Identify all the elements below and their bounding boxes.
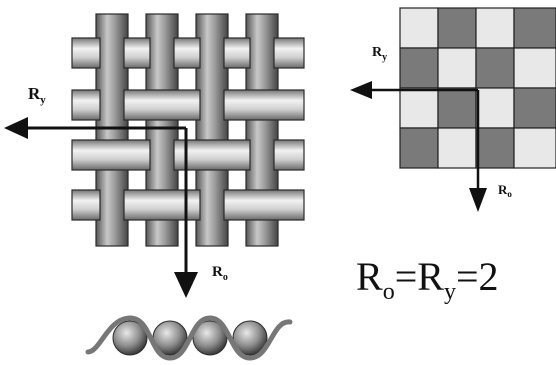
weft-yarn [223, 189, 305, 221]
weft-yarn [123, 37, 151, 69]
weave-cross-section [85, 315, 293, 361]
weft-yarn [71, 139, 151, 171]
arrowhead-down-icon [469, 188, 487, 212]
weft-yarn [273, 139, 305, 171]
arrowhead-left-icon [4, 117, 28, 139]
interlacing-yarn-path [85, 315, 293, 361]
yarn-cross-section [112, 320, 148, 356]
grid-label-ro: Ro [498, 182, 512, 199]
weave-pattern-grid [399, 7, 556, 169]
weft-yarn [223, 37, 251, 69]
weft-yarn [123, 89, 201, 121]
label-ro: Ro [212, 264, 228, 283]
weft-yarn [71, 89, 101, 121]
weft-yarn [173, 37, 201, 69]
woven-fabric-illustration [71, 13, 305, 247]
repeat-equation: Ro=Ry=2 [356, 254, 499, 305]
warp-yarn [95, 13, 129, 247]
weft-yarn [223, 89, 305, 121]
weft-yarn [71, 37, 101, 69]
arrowhead-down-icon [174, 272, 198, 298]
yarn-cross-section [232, 320, 268, 356]
weft-yarn [273, 37, 305, 69]
grid-label-ry: Ry [372, 45, 387, 63]
arrowhead-left-icon [350, 81, 372, 99]
repeat-arrows-grid [350, 81, 487, 212]
yarn-cross-section [192, 320, 228, 356]
weft-yarn [123, 189, 201, 221]
label-ry: Ry [28, 84, 46, 106]
warp-yarn [195, 13, 229, 247]
weft-yarn [71, 189, 101, 221]
repeat-arrows-fabric [4, 117, 198, 298]
